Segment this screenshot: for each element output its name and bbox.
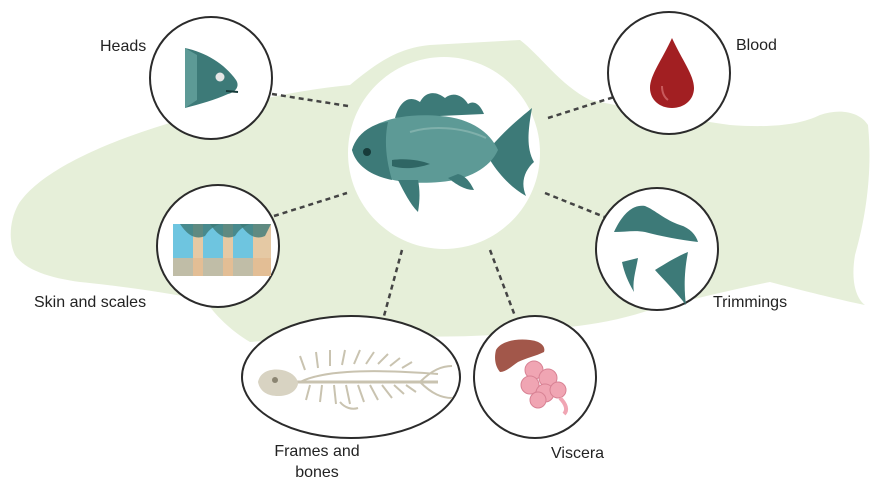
trimmings-circle — [596, 188, 718, 310]
label-frames-and-bones: Frames and bones — [262, 441, 372, 483]
label-frames-line2: bones — [262, 462, 372, 483]
label-trimmings: Trimmings — [713, 292, 787, 313]
skin-scales-icon — [173, 224, 271, 276]
label-heads: Heads — [100, 36, 146, 57]
label-blood: Blood — [736, 35, 777, 56]
label-viscera: Viscera — [551, 443, 604, 464]
label-frames-line1: Frames and — [262, 441, 372, 462]
label-skin-and-scales: Skin and scales — [34, 292, 146, 313]
